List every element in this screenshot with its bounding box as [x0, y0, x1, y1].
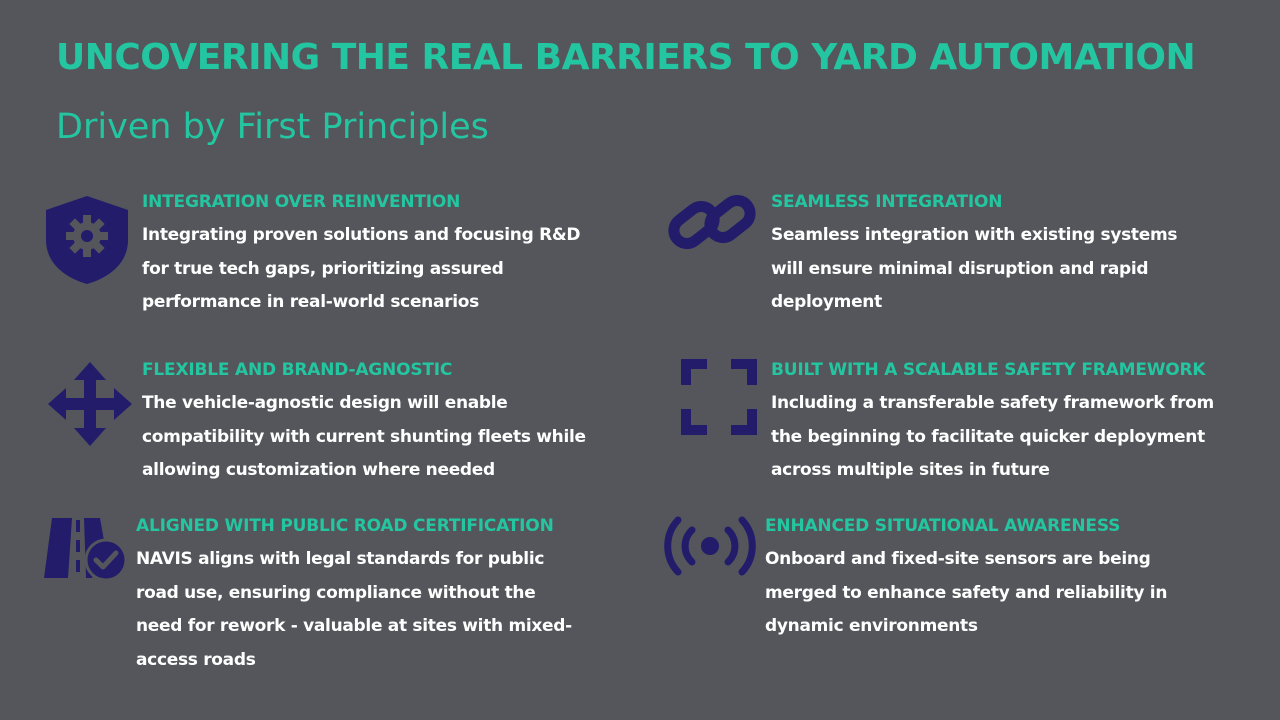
page-title: UNCOVERING THE REAL BARRIERS TO YARD AUT… — [56, 37, 1196, 78]
item-body-situational-awareness: Onboard and fixed-site sensors are being… — [765, 549, 1168, 636]
item-body-flexible-brand-agnostic: The vehicle-agnostic design will enable … — [142, 393, 586, 480]
broadcast-signal-icon — [662, 514, 758, 578]
item-body-integration-over-reinvention: Integrating proven solutions and focusin… — [142, 225, 581, 312]
shield-gear-icon — [44, 194, 130, 286]
item-heading-public-road-certification: ALIGNED WITH PUBLIC ROAD CERTIFICATION — [136, 516, 554, 536]
road-check-icon — [44, 516, 128, 580]
chain-link-icon — [668, 188, 758, 258]
item-body-public-road-certification: NAVIS aligns with legal standards for pu… — [136, 549, 572, 670]
item-heading-flexible-brand-agnostic: FLEXIBLE AND BRAND-AGNOSTIC — [142, 360, 453, 380]
item-heading-scalable-safety-framework: BUILT WITH A SCALABLE SAFETY FRAMEWORK — [771, 360, 1206, 380]
item-heading-integration-over-reinvention: INTEGRATION OVER REINVENTION — [142, 192, 461, 212]
move-arrows-icon — [48, 362, 132, 446]
page-subtitle: Driven by First Principles — [56, 107, 489, 147]
item-heading-situational-awareness: ENHANCED SITUATIONAL AWARENESS — [765, 516, 1121, 536]
item-body-seamless-integration: Seamless integration with existing syste… — [771, 225, 1178, 312]
item-heading-seamless-integration: SEAMLESS INTEGRATION — [771, 192, 1003, 212]
item-body-scalable-safety-framework: Including a transferable safety framewor… — [771, 393, 1214, 480]
expand-frame-icon — [681, 359, 757, 435]
